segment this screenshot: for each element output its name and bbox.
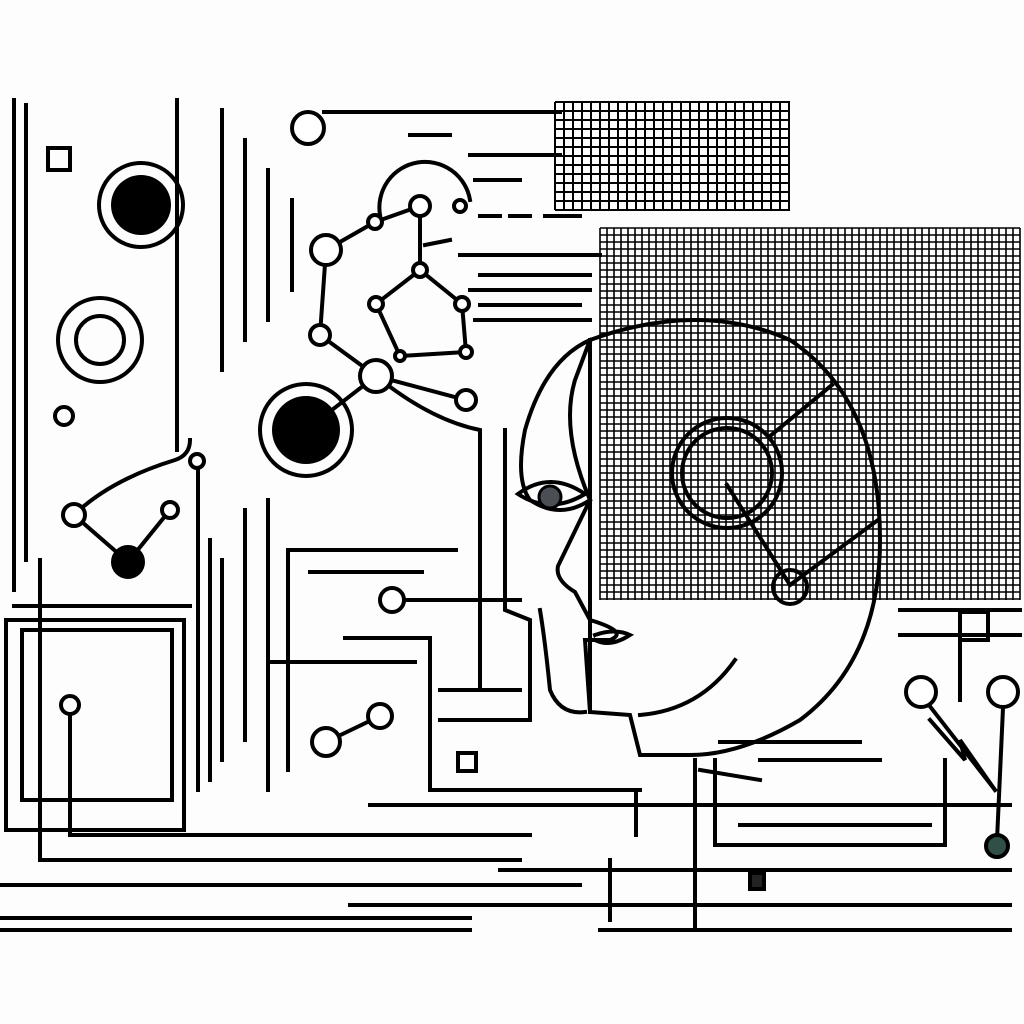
grid-hatching-right [599, 227, 1021, 600]
network-node-graph [290, 110, 562, 692]
filled-ring [97, 161, 185, 249]
left-frames [4, 558, 532, 862]
square-icon [46, 146, 72, 172]
small-square-icon [456, 751, 478, 773]
filled-ring-center [258, 382, 354, 478]
center-horizontal-lines [268, 133, 642, 792]
left-vertical-lines [12, 98, 294, 792]
head-profile-illustration [514, 318, 883, 757]
chip-icon [748, 871, 766, 891]
left-node-graph [59, 437, 206, 716]
head-sensor-ring [670, 416, 784, 530]
bottom-circuit-lines [0, 608, 1022, 932]
eye-iris [537, 484, 563, 510]
grid-hatching-top [554, 101, 790, 211]
hollow-ring [56, 296, 144, 384]
